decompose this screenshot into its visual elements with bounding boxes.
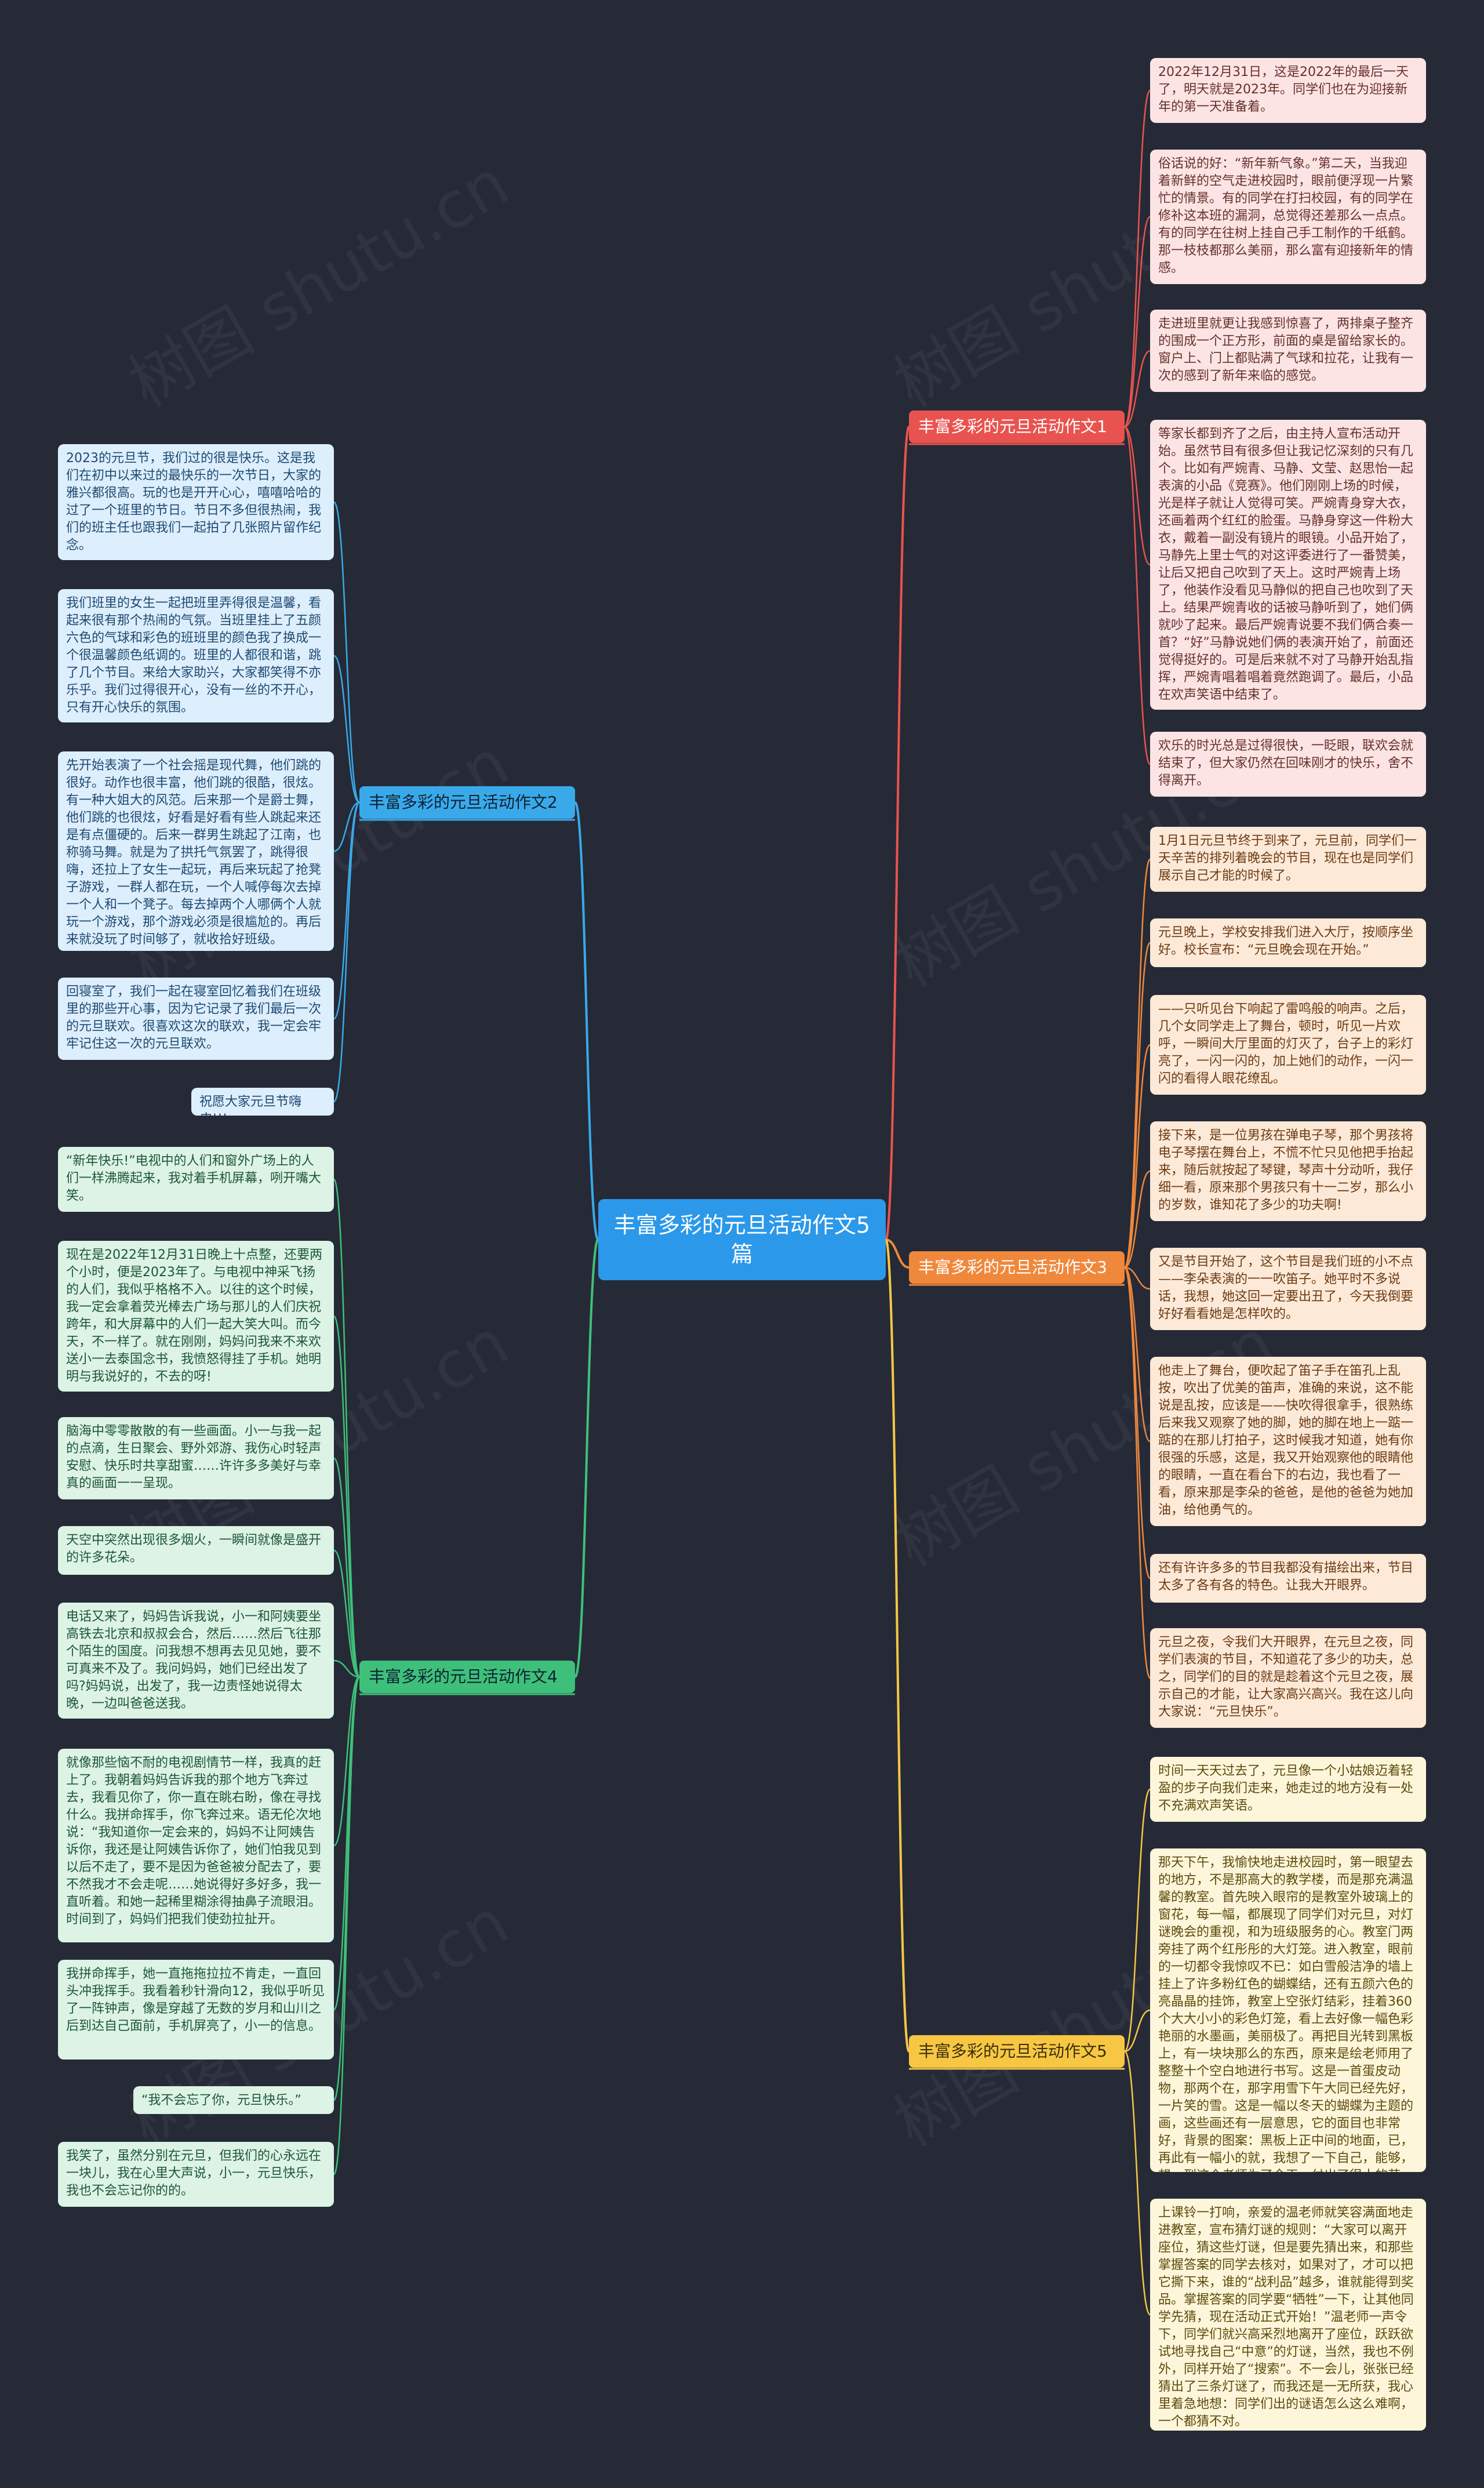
leaf-link-b1-2 xyxy=(1123,216,1151,428)
leaf-link-b3-4 xyxy=(1124,1170,1151,1269)
leaf-b3-5[interactable]: 又是节目开始了，这个节目是我们班的小不点——李朵表演的一一吹笛子。她平时不多说话… xyxy=(1150,1248,1426,1330)
leaf-b3-6[interactable]: 他走上了舞台，便吹起了笛子手在笛孔上乱按，吹出了优美的笛声，准确的来说，这不能说… xyxy=(1150,1357,1426,1526)
leaf-b3-8[interactable]: 元旦之夜，令我们大开眼界，在元旦之夜，同学们表演的节目，不知道花了多少的功夫，总… xyxy=(1150,1628,1426,1728)
branch-b3[interactable]: 丰富多彩的元旦活动作文3 xyxy=(909,1251,1125,1284)
leaf-b4-5[interactable]: 电话又来了，妈妈告诉我说，小一和阿姨要坐高铁去北京和叔叔会合，然后……然后飞往那… xyxy=(58,1603,334,1719)
root-link-b4 xyxy=(574,1238,599,1678)
leaf-b4-4[interactable]: 天空中突然出现很多烟火，一瞬间就像是盛开的许多花朵。 xyxy=(58,1526,334,1575)
branch-b5[interactable]: 丰富多彩的元旦活动作文5 xyxy=(909,2035,1125,2068)
leaf-link-b1-5 xyxy=(1123,426,1151,765)
leaf-b2-5[interactable]: 祝愿大家元旦节嗨皮!!! xyxy=(191,1088,334,1116)
leaf-b1-1[interactable]: 2022年12月31日，这是2022年的最后一天了，明天就是2023年。同学们也… xyxy=(1150,58,1426,123)
leaf-b3-3[interactable]: ——只听见台下响起了雷鸣般的响声。之后，几个女同学走上了舞台，顿时，听见一片欢呼… xyxy=(1150,995,1426,1095)
leaf-link-b2-3 xyxy=(333,801,360,852)
leaf-b1-2[interactable]: 俗话说的好：“新年新气象。”第二天，当我迎着新鲜的空气走进校园时，眼前便浮现一片… xyxy=(1150,150,1426,284)
branch-b1[interactable]: 丰富多彩的元旦活动作文1 xyxy=(909,411,1125,443)
leaf-link-b3-7 xyxy=(1123,1266,1151,1579)
leaf-b4-7[interactable]: 我拼命挥手，她一直拖拖拉拉不肯走，一直回头冲我挥手。我看着秒针滑向12，我似乎听… xyxy=(58,1960,334,2060)
root-link-b5 xyxy=(885,1238,910,2053)
leaf-link-b2-5 xyxy=(333,801,361,1103)
leaf-link-b4-9 xyxy=(333,1676,361,2175)
leaf-b5-1[interactable]: 时间一天天过去了，元旦像一个小姑娘迈着轻盈的步子向我们走来，她走过的地方没有一处… xyxy=(1150,1757,1426,1822)
leaf-link-b2-1 xyxy=(333,501,361,804)
leaf-b3-1[interactable]: 1月1日元旦节终于到来了，元旦前，同学们一天辛苦的排列着晚会的节目，现在也是同学… xyxy=(1150,827,1426,892)
leaf-b2-3[interactable]: 先开始表演了一个社会摇是现代舞，他们跳的很好。动作也很丰富，他们跳的很酷，很炫。… xyxy=(58,751,334,951)
leaf-b3-7[interactable]: 还有许许多多的节目我都没有描绘出来，节目太多了各有各的特色。让我大开眼界。 xyxy=(1150,1554,1426,1603)
leaf-link-b4-6 xyxy=(333,1676,360,1847)
leaf-link-b1-3 xyxy=(1124,350,1151,428)
branch-b4[interactable]: 丰富多彩的元旦活动作文4 xyxy=(359,1661,575,1693)
leaf-link-b5-3 xyxy=(1123,2050,1151,2316)
leaf-b4-9[interactable]: 我笑了，虽然分别在元旦，但我们的心永远在一块儿，我在心里大声说，小一，元旦快乐，… xyxy=(58,2142,334,2207)
root-topic[interactable]: 丰富多彩的元旦活动作文5篇 xyxy=(598,1199,886,1280)
leaf-link-b3-5 xyxy=(1124,1266,1151,1290)
leaf-b2-4[interactable]: 回寝室了，我们一起在寝室回忆着我们在班级里的那些开心事，因为它记录了我们最后一次… xyxy=(58,978,334,1060)
root-link-b3 xyxy=(885,1238,910,1269)
leaf-link-b3-3 xyxy=(1123,1044,1151,1269)
leaf-b2-2[interactable]: 我们班里的女生一起把班里弄得很是温馨，看起来很有那个热闹的气氛。当班里挂上了五颜… xyxy=(58,589,334,722)
leaf-link-b4-8 xyxy=(333,1676,361,2101)
leaf-b5-3[interactable]: 上课铃一打响，亲爱的温老师就笑容满面地走进教室，宣布猜灯谜的规则：“大家可以离开… xyxy=(1150,2199,1426,2431)
leaf-link-b3-6 xyxy=(1124,1266,1151,1443)
leaf-link-b1-4 xyxy=(1124,426,1151,566)
leaf-link-b4-1 xyxy=(333,1178,361,1678)
root-link-b2 xyxy=(574,801,599,1241)
leaf-link-b4-5 xyxy=(333,1659,360,1678)
leaf-b1-4[interactable]: 等家长都到齐了之后，由主持人宣布活动开始。虽然节目有很多但让我记忆深刻的只有几个… xyxy=(1150,420,1426,710)
leaf-link-b2-4 xyxy=(333,801,361,1020)
leaf-link-b4-7 xyxy=(333,1676,361,2011)
leaf-link-b3-8 xyxy=(1123,1266,1151,1679)
leaf-b5-2[interactable]: 那天下午，我愉快地走进校园时，第一眼望去的地方，不是那高大的教学楼，而是那充满温… xyxy=(1150,1848,1426,2172)
leaf-link-b5-2 xyxy=(1124,2009,1151,2053)
leaf-b4-1[interactable]: “新年快乐!”电视中的人们和窗外广场上的人们一样沸腾起来，我对着手机屏幕，咧开嘴… xyxy=(58,1147,334,1212)
leaf-link-b4-2 xyxy=(333,1315,361,1678)
leaf-b3-4[interactable]: 接下来，是一位男孩在弹电子琴，那个男孩将电子琴摆在舞台上，不慌不忙只见他把手抬起… xyxy=(1150,1121,1426,1221)
leaf-b2-1[interactable]: 2023的元旦节，我们过的很是快乐。这是我们在初中以来过的最快乐的一次节日，大家… xyxy=(58,444,334,560)
leaf-link-b1-1 xyxy=(1123,89,1151,428)
leaf-b4-3[interactable]: 脑海中零零散散的有一些画面。小一与我一起的点滴，生日聚会、野外郊游、我伤心时轻声… xyxy=(58,1417,334,1499)
leaf-link-b3-2 xyxy=(1123,942,1151,1269)
leaf-b4-2[interactable]: 现在是2022年12月31日晚上十点整，还要两个小时，便是2023年了。与电视中… xyxy=(58,1241,334,1392)
leaf-b4-6[interactable]: 就像那些恼不耐的电视剧情节一样，我真的赶上了。我朝着妈妈告诉我的那个地方飞奔过去… xyxy=(58,1749,334,1942)
leaf-link-b4-3 xyxy=(333,1457,361,1678)
leaf-b1-5[interactable]: 欢乐的时光总是过得很快，一眨眼，联欢会就结束了，但大家仍然在回味刚才的快乐，舍不… xyxy=(1150,732,1426,797)
leaf-b1-3[interactable]: 走进班里就更让我感到惊喜了，两排桌子整齐的围成一个正方形，前面的桌是留给家长的。… xyxy=(1150,310,1426,392)
leaf-link-b2-2 xyxy=(333,655,360,804)
branch-b2[interactable]: 丰富多彩的元旦活动作文2 xyxy=(359,786,575,819)
leaf-b4-8[interactable]: “我不会忘了你，元旦快乐。” xyxy=(133,2086,334,2114)
root-link-b1 xyxy=(885,426,910,1241)
leaf-link-b3-1 xyxy=(1123,858,1151,1269)
leaf-link-b4-4 xyxy=(333,1549,360,1678)
leaf-link-b5-1 xyxy=(1123,1788,1151,2053)
leaf-b3-2[interactable]: 元旦晚上，学校安排我们进入大厅，按顺序坐好。校长宣布：“元旦晚会现在开始。” xyxy=(1150,918,1426,967)
